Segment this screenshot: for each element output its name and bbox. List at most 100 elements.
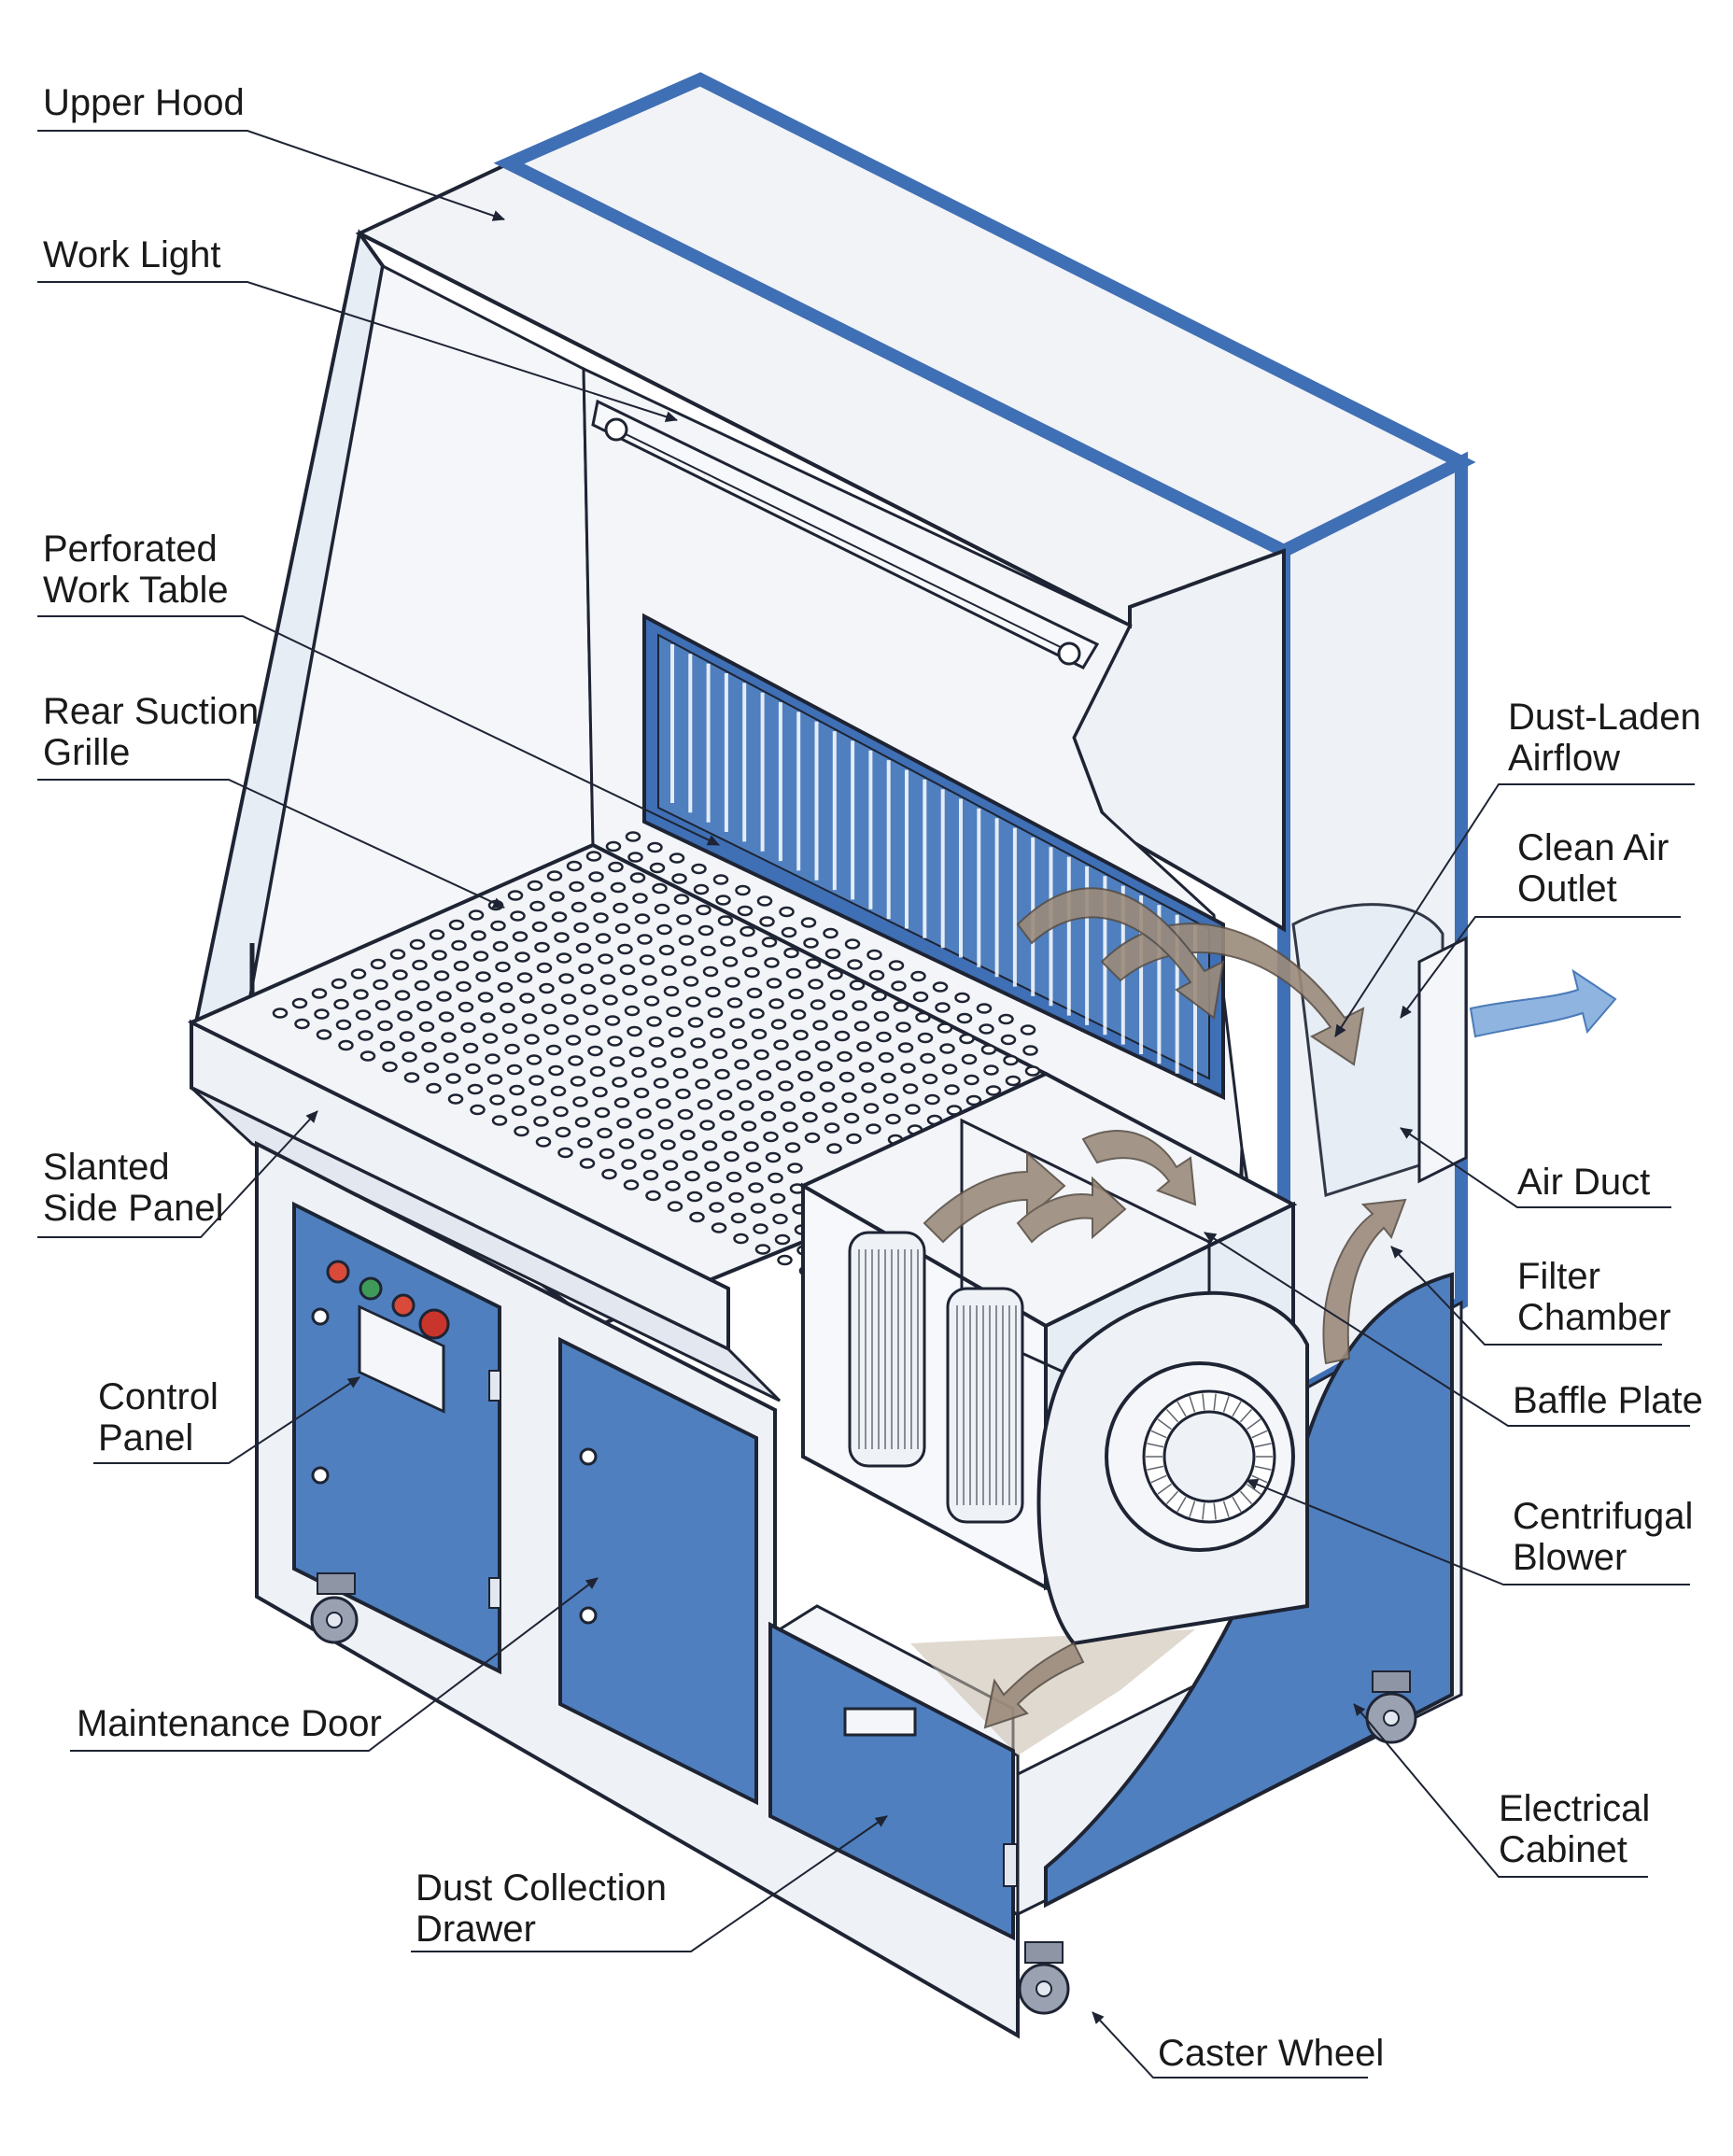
impeller-blade (1213, 1393, 1217, 1411)
table-hole (431, 950, 447, 961)
table-hole (720, 936, 736, 947)
table-hole (705, 986, 721, 998)
table-hole (691, 863, 707, 875)
table-hole (673, 894, 690, 905)
impeller-blade (1247, 1418, 1261, 1430)
table-hole (696, 904, 712, 916)
table-hole (649, 862, 666, 874)
table-hole (800, 917, 817, 928)
table-hole (514, 1125, 529, 1137)
label-dust-laden-airflow: Dust-Laden Airflow (1508, 697, 1701, 779)
table-hole (647, 841, 663, 853)
label-centrifugal-blower: Centrifugal Blower (1513, 1496, 1694, 1578)
table-hole (920, 1052, 936, 1064)
impeller-blade (1213, 1502, 1217, 1520)
table-hole (639, 954, 655, 965)
table-hole (881, 1072, 896, 1084)
table-hole (575, 942, 592, 954)
table-hole (790, 1008, 807, 1021)
table-hole (759, 916, 775, 927)
work-light (591, 399, 1100, 669)
table-hole (548, 1064, 564, 1077)
impeller-blade (1176, 1401, 1187, 1417)
table-hole (704, 1161, 720, 1172)
table-hole (1022, 1045, 1038, 1056)
table-hole (492, 940, 509, 952)
table-hole (551, 911, 568, 923)
table-hole (588, 871, 604, 882)
table-hole (631, 1066, 647, 1078)
table-hole (536, 962, 553, 974)
table-hole (358, 1030, 373, 1041)
table-hole (614, 923, 631, 935)
table-hole (539, 982, 555, 994)
table-hole (534, 941, 550, 953)
table-hole (746, 987, 763, 999)
table-hole (779, 906, 795, 918)
table-hole (533, 1116, 549, 1127)
table-hole (604, 1015, 621, 1026)
table-hole (847, 959, 863, 970)
table-hole (765, 1151, 782, 1163)
table-hole (583, 1004, 599, 1016)
table-hole (737, 905, 754, 917)
table-hole (749, 1008, 765, 1020)
table-hole (761, 937, 778, 948)
table-hole (595, 933, 612, 944)
table-hole (652, 882, 668, 895)
table-hole (554, 932, 570, 943)
table-hole (763, 1131, 779, 1143)
table-hole (399, 1031, 416, 1042)
table-hole (829, 989, 846, 1001)
table-hole (453, 960, 470, 972)
label-electrical-cabinet: Electrical Cabinet (1499, 1788, 1651, 1870)
table-hole (803, 937, 819, 949)
table-hole (819, 1081, 836, 1092)
table-hole (370, 958, 387, 970)
caster-wheel (1018, 1941, 1070, 2015)
table-hole (645, 1190, 661, 1202)
table-hole (458, 1001, 474, 1013)
label-air-duct: Air Duct (1517, 1162, 1651, 1203)
table-hole (866, 1123, 881, 1134)
impeller-blade (1251, 1474, 1268, 1484)
table-hole (516, 972, 533, 983)
table-hole (939, 1043, 955, 1054)
table-hole (888, 960, 905, 971)
table-hole (579, 1158, 596, 1169)
table-hole (756, 895, 773, 907)
table-hole (355, 1009, 372, 1021)
table-hole (599, 1148, 615, 1160)
table-hole (572, 1096, 588, 1107)
table-hole (569, 881, 585, 893)
table-hole (568, 1055, 584, 1066)
table-hole (760, 1110, 777, 1122)
table-hole (661, 965, 677, 977)
impeller-blade (1202, 1393, 1205, 1411)
table-hole (684, 1170, 700, 1182)
table-hole (716, 1089, 733, 1101)
table-hole (917, 1032, 934, 1044)
table-hole (574, 1117, 591, 1128)
table-hole (814, 1040, 831, 1051)
impeller-blade (1147, 1443, 1164, 1448)
table-hole (736, 1079, 753, 1091)
table-hole (657, 1119, 674, 1130)
table-hole (706, 1181, 723, 1192)
table-hole (777, 1254, 793, 1266)
table-hole (546, 870, 563, 881)
impeller-blade (1232, 1401, 1242, 1417)
clean-air-arrow (1469, 968, 1617, 1038)
caster-wheel (310, 1572, 359, 1644)
table-hole (788, 988, 804, 1000)
table-hole (589, 1065, 606, 1078)
table-hole (441, 1032, 457, 1043)
table-hole (605, 840, 622, 853)
table-hole (373, 979, 388, 991)
table-hole (438, 1011, 455, 1022)
table-hole (468, 909, 485, 921)
table-hole (701, 1140, 718, 1151)
table-hole (609, 1056, 626, 1067)
table-hole (613, 902, 628, 914)
